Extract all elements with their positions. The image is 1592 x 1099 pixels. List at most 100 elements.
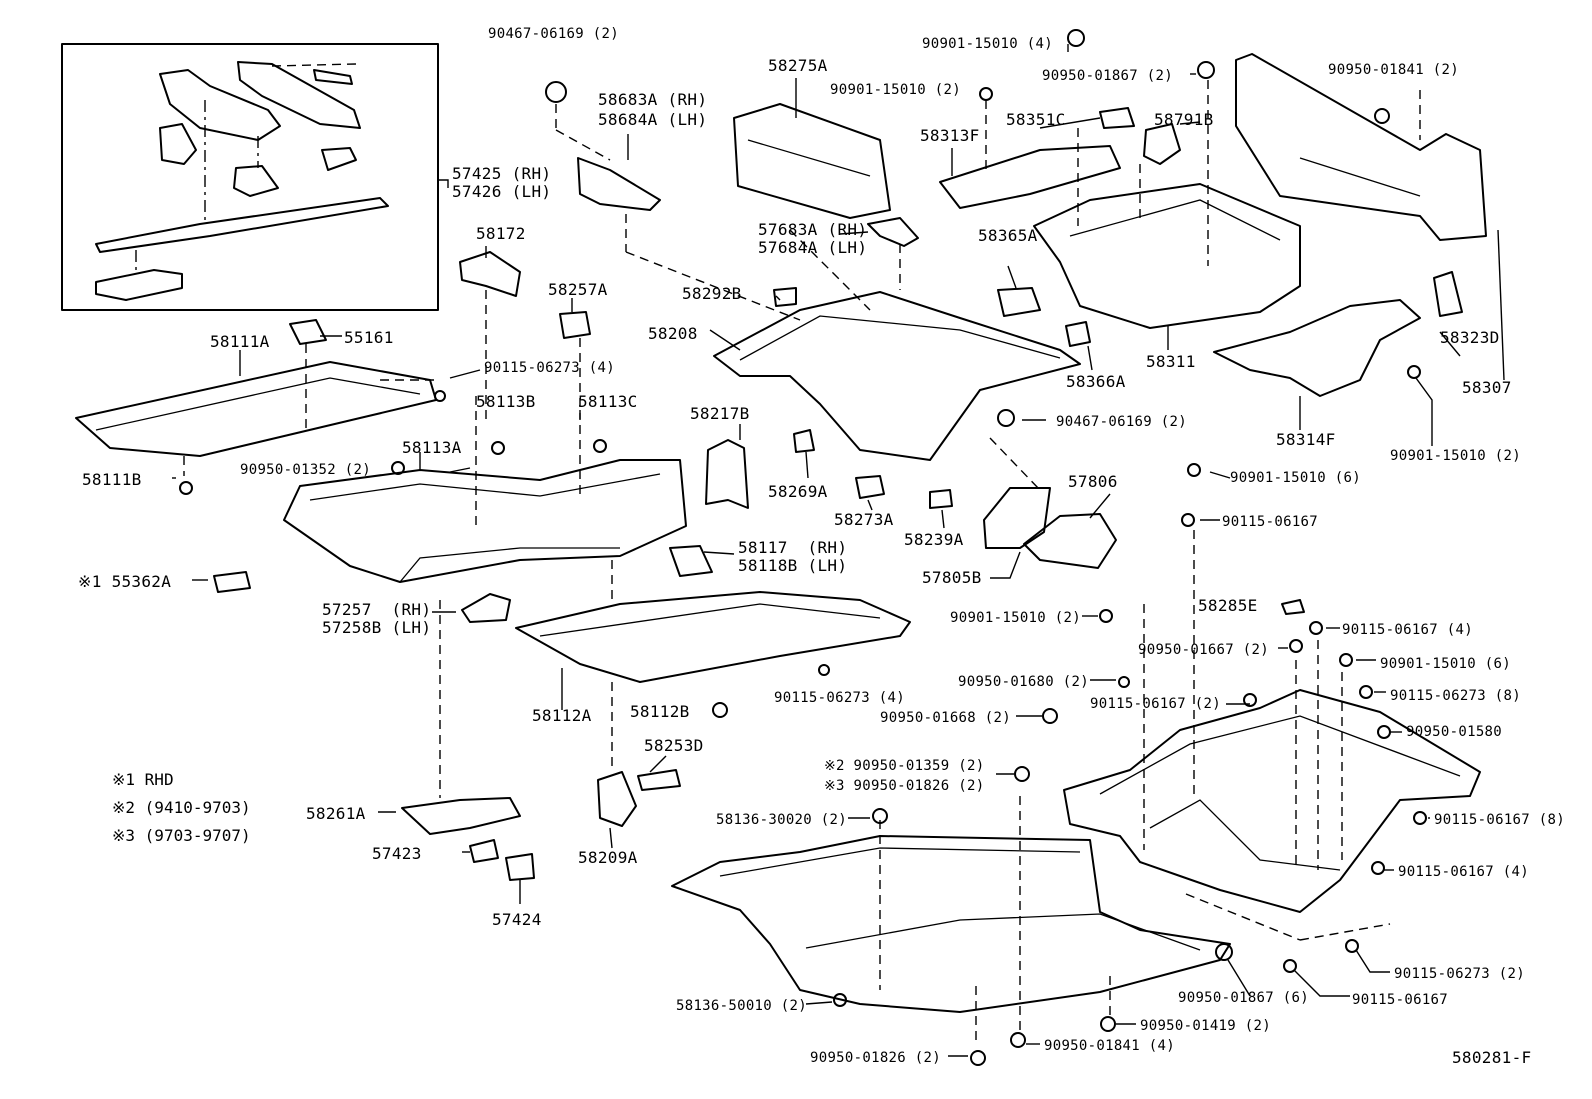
part-58683A — [577, 157, 661, 211]
part-58113A — [283, 459, 687, 583]
label-55362A: ※1 55362A — [78, 572, 172, 591]
inset-rail — [95, 197, 389, 253]
part-58365A — [997, 287, 1041, 317]
label-90950-01352: 90950-01352 (2) — [240, 462, 371, 478]
part-58111A — [75, 361, 437, 457]
part-58314F — [1213, 299, 1421, 397]
part-55362A — [213, 571, 251, 593]
label-58273A: 58273A — [834, 510, 894, 529]
part-58217B — [705, 439, 749, 509]
label-90115-06167-8: 90115-06167 (8) — [1434, 812, 1565, 828]
label-90901-15010-6b: 90901-15010 (6) — [1380, 656, 1511, 672]
label-90901-15010-6a: 90901-15010 (6) — [1230, 470, 1361, 486]
part-58209A — [597, 771, 637, 827]
part-58307 — [1235, 53, 1487, 241]
label-58791B: 58791B — [1154, 110, 1214, 129]
inset-box — [61, 43, 439, 311]
legend-note-3: ※3 (9703-9707) — [112, 826, 251, 845]
label-90950-01359: ※2 90950-01359 (2) — [824, 758, 985, 774]
label-57805B: 57805B — [922, 568, 982, 587]
label-57684A: 57684A (LH) — [758, 238, 868, 257]
label-90115-06273-4b: 90115-06273 (4) — [774, 690, 905, 706]
label-58209A: 58209A — [578, 848, 638, 867]
label-58112B: 58112B — [630, 702, 690, 721]
label-58253D: 58253D — [644, 736, 704, 755]
label-57424: 57424 — [492, 910, 542, 929]
label-57426: 57426 (LH) — [452, 182, 552, 201]
label-90950-01867-6: 90950-01867 (6) — [1178, 990, 1309, 1006]
label-57423: 57423 — [372, 844, 422, 863]
label-90950-01419: 90950-01419 (2) — [1140, 1018, 1271, 1034]
label-58112A: 58112A — [532, 706, 592, 725]
label-58269A: 58269A — [768, 482, 828, 501]
part-58269A — [793, 429, 815, 453]
label-57683A: 57683A (RH) — [758, 220, 868, 239]
rear-floor-pan — [1063, 689, 1481, 913]
label-90950-01580: 90950-01580 — [1406, 724, 1503, 740]
part-58366A — [1065, 321, 1091, 347]
label-58314F: 58314F — [1276, 430, 1336, 449]
label-58118B: 58118B (LH) — [738, 556, 848, 575]
label-57425: 57425 (RH) — [452, 164, 552, 183]
label-90467-06169-top: 90467-06169 (2) — [488, 26, 619, 42]
part-58253D — [637, 769, 681, 791]
part-58112A — [515, 591, 911, 683]
label-58117: 58117 (RH) — [738, 538, 848, 557]
label-90115-06167-4a: 90115-06167 (4) — [1342, 622, 1473, 638]
label-90115-06167: 90115-06167 — [1222, 514, 1319, 530]
part-58311 — [1033, 183, 1301, 329]
label-90950-01667: 90950-01667 (2) — [1138, 642, 1269, 658]
label-58351C: 58351C — [1006, 110, 1066, 129]
label-58311: 58311 — [1146, 352, 1196, 371]
label-58257A: 58257A — [548, 280, 608, 299]
label-58113A: 58113A — [402, 438, 462, 457]
label-58172: 58172 — [476, 224, 526, 243]
inset-bracket-left — [159, 69, 281, 141]
part-58208 — [713, 291, 1081, 461]
label-90901-15010-2c: 90901-15010 (2) — [950, 610, 1081, 626]
part-58239A — [929, 489, 953, 509]
label-90901-15010-2a: 90901-15010 (2) — [830, 82, 961, 98]
label-58111A: 58111A — [210, 332, 270, 351]
label-90901-15010-2b: 90901-15010 (2) — [1390, 448, 1521, 464]
label-57806: 57806 — [1068, 472, 1118, 491]
legend-note-1: ※1 RHD — [112, 770, 174, 789]
floor-main — [671, 835, 1231, 1013]
label-58323D: 58323D — [1440, 328, 1500, 347]
label-90950-01826-b: 90950-01826 (2) — [810, 1050, 941, 1066]
label-58208: 58208 — [648, 324, 698, 343]
part-58275A — [733, 103, 891, 219]
label-90115-06273-4a: 90115-06273 (4) — [484, 360, 615, 376]
inset-bracket-right — [237, 61, 361, 129]
label-58683A: 58683A (RH) — [598, 90, 708, 109]
label-90901-15010-4: 90901-15010 (4) — [922, 36, 1053, 52]
label-58292B: 58292B — [682, 284, 742, 303]
part-58117 — [669, 545, 713, 577]
label-55161: 55161 — [344, 328, 394, 347]
fastener-90467-top — [545, 81, 567, 103]
part-58351C — [1099, 107, 1135, 129]
legend-note-2: ※2 (9410-9703) — [112, 798, 251, 817]
label-58684A: 58684A (LH) — [598, 110, 708, 129]
label-58111B: 58111B — [82, 470, 142, 489]
part-58257A — [559, 311, 591, 339]
label-57257: 57257 (RH) — [322, 600, 432, 619]
label-58313F: 58313F — [920, 126, 980, 145]
part-58323D — [1433, 271, 1463, 317]
label-90950-01668: 90950-01668 (2) — [880, 710, 1011, 726]
part-58313F — [939, 145, 1121, 209]
label-90115-06167-b: 90115-06167 — [1352, 992, 1449, 1008]
label-90950-01680: 90950-01680 (2) — [958, 674, 1089, 690]
label-90115-06273-8: 90115-06273 (8) — [1390, 688, 1521, 704]
part-57683A — [867, 217, 919, 247]
part-58292B — [773, 287, 797, 307]
part-58261A — [401, 797, 521, 835]
label-58217B: 58217B — [690, 404, 750, 423]
inset-mount — [159, 123, 197, 165]
label-58113C: 58113C — [578, 392, 638, 411]
label-90950-01867-2: 90950-01867 (2) — [1042, 68, 1173, 84]
label-58239A: 58239A — [904, 530, 964, 549]
part-57257 — [461, 593, 511, 623]
label-90467-06169-mid: 90467-06169 (2) — [1056, 414, 1187, 430]
